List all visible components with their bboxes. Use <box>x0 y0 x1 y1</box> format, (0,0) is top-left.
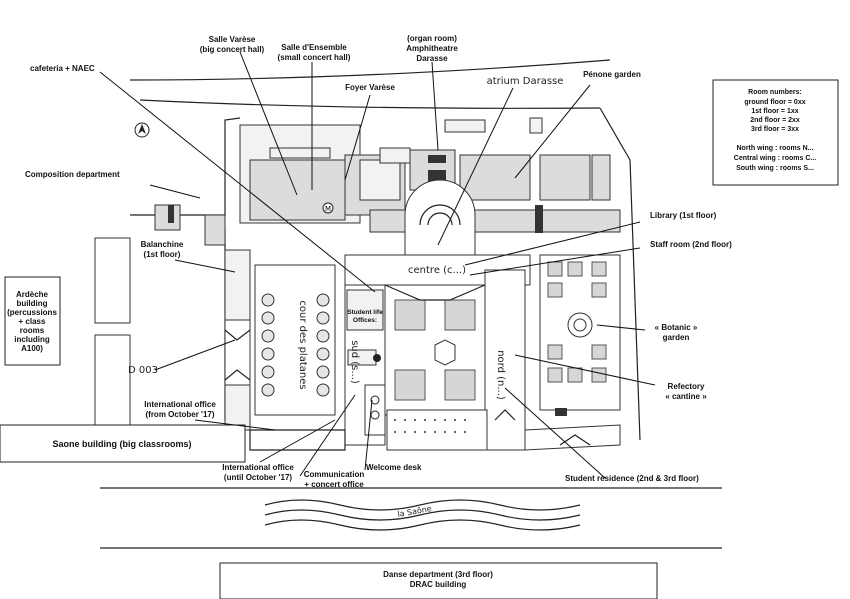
botanic-garden <box>539 254 621 416</box>
cour-des-platanes <box>254 264 336 416</box>
room-numbers-line-0: ground floor = 0xx <box>744 99 805 106</box>
stair-icon: M <box>322 202 334 214</box>
label-d003: D 003 <box>128 365 158 376</box>
label-botanic-1: « Botanic » <box>655 323 698 332</box>
label-communication-2: + concert office <box>304 480 364 489</box>
label-sud: sud (s...) <box>349 340 360 384</box>
label-amphi-3: Darasse <box>416 54 448 63</box>
label-ardeche-3: (percussions <box>7 308 57 317</box>
label-atrium: atrium Darasse <box>487 76 564 87</box>
label-intl-new-2: (from October '17) <box>145 410 214 419</box>
north-wing <box>484 269 526 451</box>
label-amphi-1: (organ room) <box>407 34 457 43</box>
label-refectory-2: « cantine » <box>665 392 707 401</box>
room-numbers-wing-1: Central wing : rooms C... <box>734 155 817 162</box>
svg-text:M: M <box>325 205 331 213</box>
label-welcome: Welcome desk <box>366 463 422 472</box>
label-salle-ensemble-2: (small concert hall) <box>278 53 351 62</box>
atrium-darasse <box>404 179 476 256</box>
map-labels: Salle Varèse (big concert hall) Salle d'… <box>7 34 732 589</box>
label-salle-ensemble-1: Salle d'Ensemble <box>281 43 347 52</box>
label-ardeche-4: + class <box>19 317 46 326</box>
label-salle-varese-2: (big concert hall) <box>200 45 265 54</box>
label-ardeche-7: A100) <box>21 344 43 353</box>
river-waves <box>264 499 581 531</box>
label-amphi-2: Amphitheatre <box>406 44 458 53</box>
label-centre: centre (c...) <box>408 265 466 276</box>
label-danse-1: Danse department (3rd floor) <box>383 570 493 579</box>
south-courtyard <box>249 429 346 451</box>
room-numbers-wing-2: South wing : rooms S... <box>736 165 814 172</box>
label-botanic-2: garden <box>663 333 690 342</box>
label-cour: cour des platanes <box>297 300 308 389</box>
label-foyer: Foyer Varèse <box>345 83 395 92</box>
room-numbers-legend: Room numbers: ground floor = 0xx 1st flo… <box>734 89 817 172</box>
label-communication-1: Communication <box>304 470 365 479</box>
north-buildings <box>239 117 621 233</box>
label-intl-old-1: International office <box>222 463 294 472</box>
leader-lines <box>99 51 656 479</box>
label-balanchine-1: Balanchine <box>141 240 184 249</box>
label-penone: Pénone garden <box>583 70 641 79</box>
cloister-garden <box>384 284 486 416</box>
label-ardeche-6: including <box>14 335 50 344</box>
room-numbers-wing-0: North wing : rooms N... <box>737 145 814 152</box>
label-intl-new-1: International office <box>144 400 216 409</box>
room-numbers-box <box>712 79 839 186</box>
label-danse-2: DRAC building <box>410 580 467 589</box>
danse-building <box>219 562 658 599</box>
label-ardeche-2: building <box>16 299 47 308</box>
balanchine-building <box>94 237 131 324</box>
label-saone: Saone building (big classrooms) <box>52 439 191 449</box>
label-refectory-1: Refectory <box>668 382 705 391</box>
label-residence: Student residence (2nd & 3rd floor) <box>565 474 699 483</box>
room-numbers-title: Room numbers: <box>748 89 802 96</box>
label-intl-old-2: (until October '17) <box>224 473 292 482</box>
label-salle-varese-1: Salle Varèse <box>209 35 256 44</box>
label-student-life-1: Student life <box>347 309 383 316</box>
label-staff: Staff room (2nd floor) <box>650 240 732 249</box>
compass-icon <box>134 122 150 138</box>
west-buildings <box>154 204 251 431</box>
label-composition: Composition department <box>25 170 120 179</box>
room-numbers-line-2: 2nd floor = 2xx <box>750 117 800 124</box>
label-student-life-2: Offices: <box>353 317 377 324</box>
label-balanchine-2: (1st floor) <box>144 250 181 259</box>
label-ardeche-1: Ardèche <box>16 290 49 299</box>
ardeche-building <box>4 276 61 366</box>
saone-building <box>0 424 246 463</box>
label-library: Library (1st floor) <box>650 211 717 220</box>
label-nord: nord (n...) <box>495 350 506 400</box>
d003-building <box>94 334 131 426</box>
label-cafeteria: cafeteria + NAEC <box>30 64 95 73</box>
room-numbers-line-3: 3rd floor = 3xx <box>751 126 799 133</box>
room-numbers-line-1: 1st floor = 1xx <box>751 108 798 115</box>
label-ardeche-5: rooms <box>20 326 45 335</box>
